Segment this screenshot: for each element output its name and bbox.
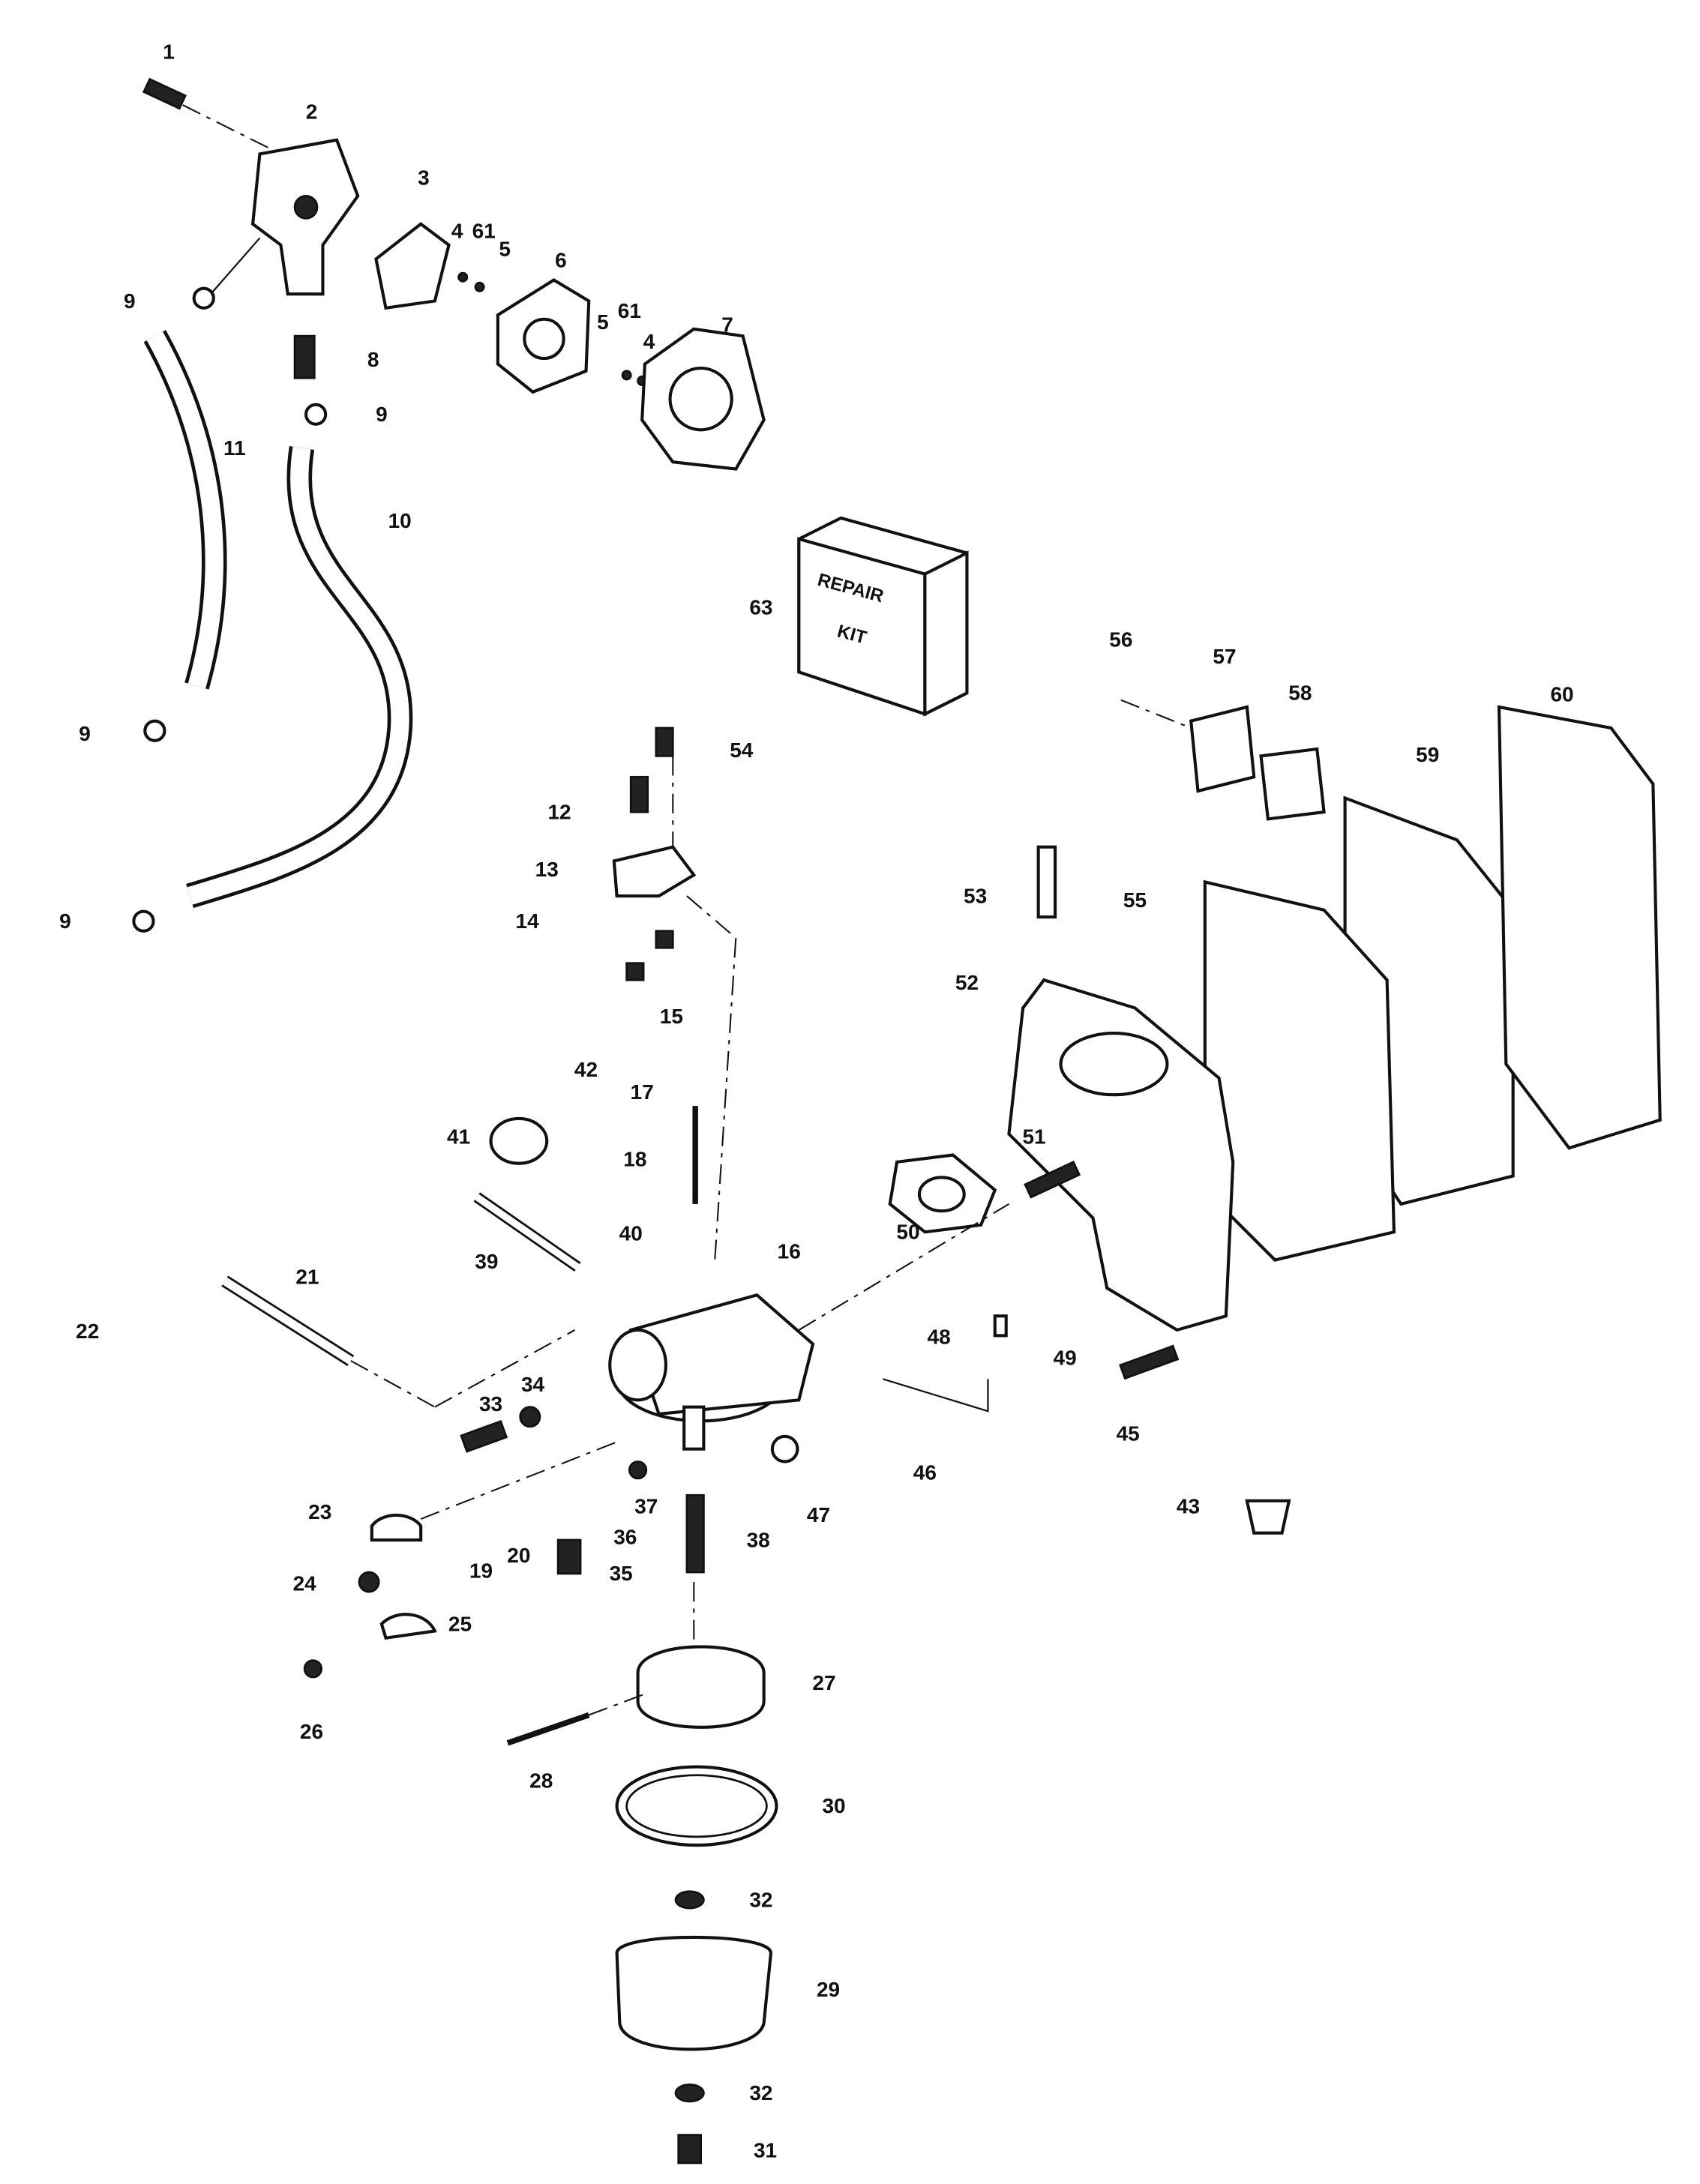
diaphragm-part-3 (374, 222, 451, 310)
screw-part-1 (142, 77, 187, 110)
plate-part-57 (1189, 705, 1256, 793)
callout-21: 21 (295, 1265, 319, 1288)
callout-61: 61 (472, 219, 496, 242)
callout-47: 47 (807, 1503, 830, 1526)
callout-27: 27 (812, 1671, 835, 1694)
repair-kit-box: REPAIR KIT (797, 516, 969, 717)
callout-18: 18 (623, 1147, 646, 1170)
plug-part-43 (1245, 1499, 1291, 1535)
fitting-part-8 (293, 334, 316, 379)
callout-60: 60 (1550, 683, 1573, 706)
gasket-part-60 (1497, 705, 1662, 1150)
callout-38: 38 (747, 1528, 770, 1551)
callout-22: 22 (76, 1320, 99, 1343)
callout-52: 52 (955, 971, 979, 994)
callout-32: 32 (749, 1888, 772, 1911)
bracket-part-13 (612, 845, 697, 898)
callout-57: 57 (1213, 645, 1236, 668)
callout-29: 29 (817, 1978, 840, 2001)
callout-30: 30 (822, 1794, 845, 1817)
gasket-part-30 (615, 1765, 778, 1847)
callout-4: 4 (643, 330, 655, 353)
callout-10: 10 (388, 509, 412, 532)
callout-9: 9 (79, 722, 91, 745)
carburetor-body (608, 1293, 815, 1451)
callout-59: 59 (1416, 743, 1439, 766)
callout-33: 33 (479, 1392, 502, 1416)
callout-54: 54 (730, 738, 754, 762)
callout-53: 53 (964, 884, 987, 907)
callout-25: 25 (448, 1612, 472, 1635)
callout-49: 49 (1054, 1347, 1077, 1370)
callout-23: 23 (308, 1500, 331, 1523)
callout-41: 41 (447, 1125, 470, 1149)
callout-6: 6 (555, 249, 567, 272)
callout-50: 50 (896, 1221, 919, 1244)
callout-35: 35 (610, 1562, 633, 1585)
pin-part-28 (506, 1712, 590, 1746)
callout-13: 13 (535, 858, 559, 881)
callout-58: 58 (1288, 682, 1312, 705)
callout-9: 9 (59, 909, 71, 933)
callout-12: 12 (547, 800, 571, 823)
drain-plug-part-31 (677, 2134, 703, 2165)
callout-40: 40 (619, 1221, 643, 1245)
callout-42: 42 (574, 1058, 598, 1081)
callout-34: 34 (521, 1373, 545, 1396)
part-drawings: REPAIR KIT (132, 77, 1662, 2165)
callout-55: 55 (1123, 888, 1147, 912)
callout-5: 5 (499, 238, 511, 261)
callout-1: 1 (163, 40, 175, 63)
callout-7: 7 (721, 313, 733, 337)
callout-56: 56 (1109, 628, 1132, 652)
callout-24: 24 (293, 1571, 317, 1595)
callout-2: 2 (306, 100, 318, 124)
pin-part-53 (1036, 845, 1057, 919)
callout-51: 51 (1022, 1125, 1045, 1149)
callout-28: 28 (529, 1769, 553, 1793)
callout-9: 9 (124, 289, 136, 313)
callout-19: 19 (469, 1559, 493, 1582)
callout-32: 32 (749, 2081, 772, 2105)
callout-48: 48 (927, 1326, 950, 1349)
callout-16: 16 (778, 1240, 801, 1263)
callout-17: 17 (631, 1080, 654, 1104)
float-part-27 (636, 1645, 766, 1729)
callout-45: 45 (1117, 1422, 1140, 1445)
float-bowl-part-29 (615, 1935, 773, 2051)
callout-61: 61 (618, 299, 641, 322)
callout-4: 4 (451, 219, 463, 242)
choke-plate-part-41 (489, 1116, 549, 1165)
reed-part-58 (1259, 747, 1326, 821)
callout-37: 37 (634, 1495, 658, 1518)
callout-36: 36 (613, 1526, 637, 1549)
stud-part-51 (1024, 1161, 1081, 1199)
callout-46: 46 (913, 1461, 937, 1484)
callout-26: 26 (300, 1720, 323, 1743)
callout-14: 14 (516, 909, 540, 933)
callout-15: 15 (660, 1005, 683, 1028)
callout-20: 20 (507, 1544, 530, 1567)
callout-39: 39 (475, 1250, 498, 1273)
callout-11: 11 (223, 436, 246, 460)
callout-31: 31 (754, 2139, 777, 2162)
callout-5: 5 (597, 310, 609, 334)
callout-8: 8 (367, 348, 379, 371)
callout-3: 3 (418, 166, 430, 189)
callout-43: 43 (1177, 1495, 1200, 1518)
callout-9: 9 (376, 403, 388, 426)
callout-63: 63 (749, 596, 772, 619)
